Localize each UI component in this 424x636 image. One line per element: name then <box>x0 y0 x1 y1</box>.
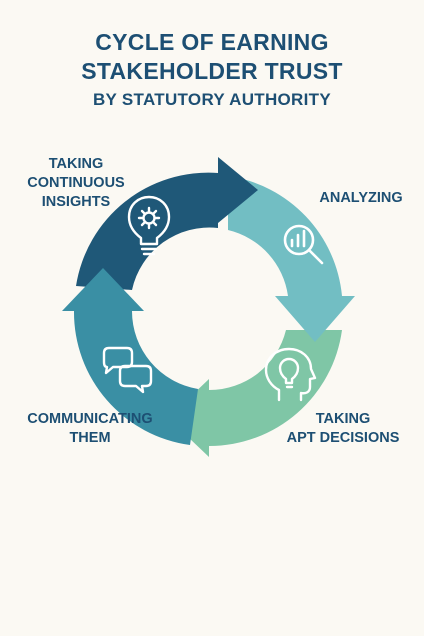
step-label-communicating: COMMUNICATING THEM <box>10 410 170 448</box>
chat-bubbles-icon <box>102 346 153 394</box>
step-label-communicating-line-2: THEM <box>69 430 111 446</box>
title-line-1: CYCLE OF EARNING <box>95 29 329 55</box>
cycle-arrow-communicating <box>62 268 198 445</box>
cycle-arrow-analyzing <box>228 176 355 342</box>
step-label-insights-line-3: INSIGHTS <box>41 194 111 210</box>
step-label-communicating-line-1: COMMUNICATING <box>27 411 153 427</box>
step-label-decisions: TAKING APT DECISIONS <box>268 410 418 448</box>
cycle-arrow-decisions <box>168 330 342 457</box>
head-lightbulb-icon <box>264 347 317 402</box>
step-label-insights-line-2: CONTINUOUS <box>27 175 125 191</box>
step-label-insights: TAKING CONTINUOUS INSIGHTS <box>8 155 144 212</box>
step-label-decisions-line-2: APT DECISIONS <box>286 430 400 446</box>
step-label-analyzing-line-1: ANALYZING <box>319 190 403 206</box>
lightbulb-gear-icon <box>127 195 171 256</box>
title-line-3: BY STATUTORY AUTHORITY <box>92 90 331 109</box>
step-label-insights-line-1: TAKING <box>48 156 104 172</box>
step-label-decisions-line-1: TAKING <box>315 411 371 427</box>
step-label-analyzing: ANALYZING <box>306 189 416 208</box>
title-line-2: STAKEHOLDER TRUST <box>81 58 343 84</box>
chart-magnifier-icon <box>283 224 324 265</box>
